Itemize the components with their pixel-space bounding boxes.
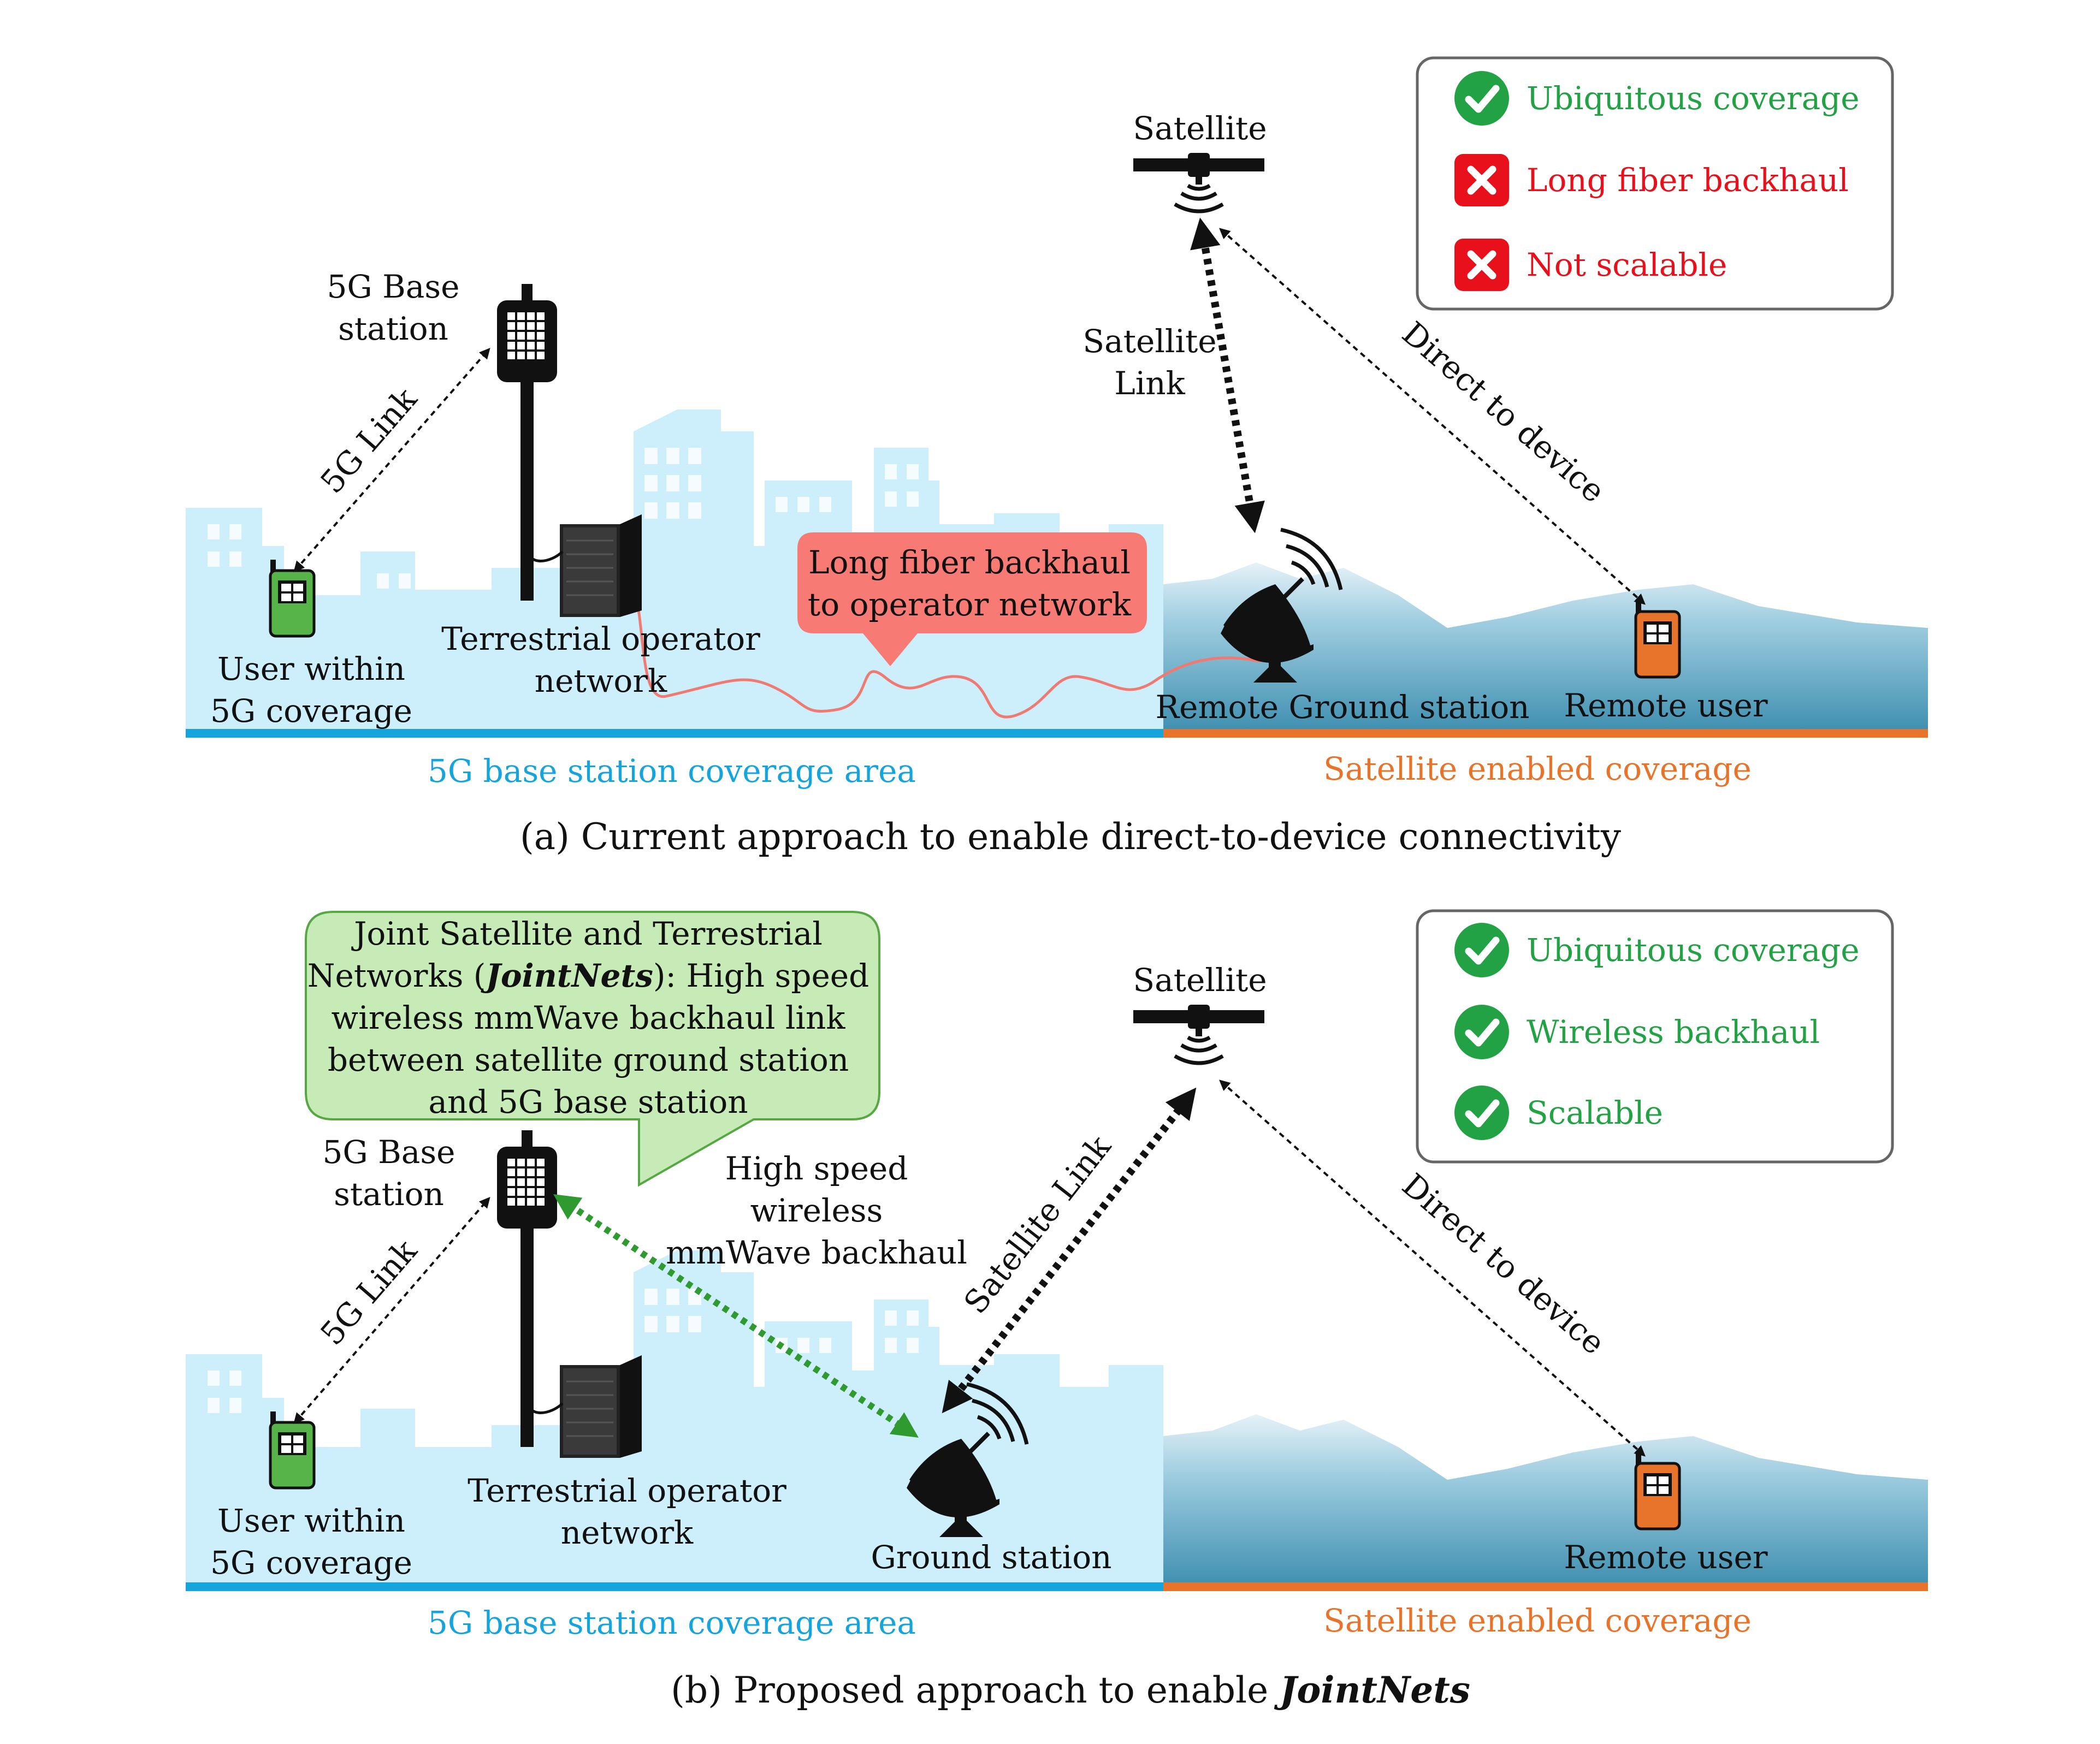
user-label-b-2: 5G coverage xyxy=(210,1544,412,1581)
server-rack-icon-a xyxy=(559,513,643,618)
legend-b-item-2: Wireless backhaul xyxy=(1527,1013,1820,1051)
base-station-label-a-2: station xyxy=(338,310,448,347)
mmwave-label-1: High speed xyxy=(725,1150,908,1187)
cross-icon xyxy=(1454,154,1509,206)
coverage-bar-sat-b xyxy=(1163,1582,1928,1591)
svg-text:Networks (JointNets): High spe: Networks (JointNets): High speed xyxy=(307,957,869,994)
satellite-icon-a xyxy=(1133,153,1264,211)
coverage-bar-sat-a xyxy=(1163,729,1928,738)
caption-a: (a) Current approach to enable direct-to… xyxy=(520,816,1622,858)
remote-user-label-b: Remote user xyxy=(1564,1539,1767,1576)
fiber-callout-line-1: Long fiber backhaul xyxy=(808,544,1131,581)
city-skyline-a xyxy=(186,410,1163,732)
legend-b-item-1: Ubiquitous coverage xyxy=(1527,932,1860,969)
jointnets-callout: Joint Satellite and Terrestrial Networks… xyxy=(305,911,880,1187)
panel-b: Satellite Satellite Link Direct to devic… xyxy=(186,909,1928,1711)
legend-a: Ubiquitous coverage Long fiber backhaul … xyxy=(1416,56,1894,311)
jointnets-callout-line-1: Joint Satellite and Terrestrial xyxy=(351,915,823,952)
base-station-label-a-1: 5G Base xyxy=(327,268,460,305)
legend-b-item-3: Scalable xyxy=(1527,1094,1663,1131)
coverage-5g-label-b: 5G base station coverage area xyxy=(428,1604,916,1641)
panel-a: Satellite Satellite Link Direct to devic… xyxy=(186,56,1928,858)
coverage-5g-label-a: 5G base station coverage area xyxy=(428,752,916,790)
city-windows-a xyxy=(208,448,919,589)
legend-a-item-3: Not scalable xyxy=(1527,246,1727,283)
jointnets-callout-line-2-pre: Networks ( xyxy=(307,957,486,994)
user-label-a-2: 5G coverage xyxy=(210,692,412,729)
jointnets-callout-line-2-post: ): High speed xyxy=(653,957,869,994)
caption-b-emph: JointNets xyxy=(1274,1669,1470,1711)
satellite-label-a: Satellite xyxy=(1133,110,1267,147)
mountains-b xyxy=(1163,1414,1928,1586)
remote-user-label-a: Remote user xyxy=(1564,687,1767,724)
satellite-icon-b xyxy=(1133,1005,1264,1063)
fiber-callout: Long fiber backhaul to operator network xyxy=(797,532,1147,666)
cross-icon xyxy=(1454,239,1509,291)
check-icon xyxy=(1454,923,1509,977)
terrestrial-label-b-2: network xyxy=(561,1514,694,1551)
user-label-a-1: User within xyxy=(217,650,405,687)
jointnets-callout-line-2-emph: JointNets xyxy=(480,957,653,994)
satellite-label-b: Satellite xyxy=(1133,962,1267,999)
satellite-link-label-a-1: Satellite xyxy=(1082,323,1216,360)
coverage-sat-label-a: Satellite enabled coverage xyxy=(1323,750,1752,787)
ground-station-label-a: Remote Ground station xyxy=(1155,689,1529,726)
coverage-bar-5g-b xyxy=(186,1582,1163,1591)
ground-station-label-b: Ground station xyxy=(871,1539,1111,1576)
satellite-link-arrow-a xyxy=(1190,217,1265,533)
check-icon xyxy=(1454,1005,1509,1059)
legend-a-item-1: Ubiquitous coverage xyxy=(1527,80,1860,117)
base-station-label-b-1: 5G Base xyxy=(323,1134,456,1171)
server-rack-icon-b xyxy=(559,1354,643,1459)
terrestrial-label-a-2: network xyxy=(535,662,667,699)
jointnets-callout-line-3: wireless mmWave backhaul link xyxy=(332,999,846,1036)
user-phone-icon-a xyxy=(270,560,314,636)
terrestrial-label-b-1: Terrestrial operator xyxy=(468,1472,786,1509)
svg-text:(b) Proposed approach to enabl: (b) Proposed approach to enable JointNet… xyxy=(671,1669,1470,1711)
fiber-line xyxy=(622,564,1290,719)
mmwave-label-2: wireless xyxy=(750,1192,883,1229)
five-g-link-arrow-b xyxy=(293,1196,490,1425)
svg-text:Satellite: Satellite xyxy=(1082,323,1216,360)
check-icon xyxy=(1454,1085,1509,1140)
coverage-sat-label-b: Satellite enabled coverage xyxy=(1323,1602,1752,1639)
satellite-link-label-a-2: Link xyxy=(1114,365,1185,402)
coverage-bar-5g-a xyxy=(186,729,1163,738)
user-phone-icon-b xyxy=(270,1411,314,1488)
fiber-callout-line-2: to operator network xyxy=(808,586,1132,623)
svg-text:Link: Link xyxy=(1114,365,1185,402)
legend-b: Ubiquitous coverage Wireless backhaul Sc… xyxy=(1416,909,1894,1164)
satellite-link-arrow-b xyxy=(942,1087,1197,1414)
base-station-label-b-2: station xyxy=(334,1176,444,1213)
mmwave-label-3: mmWave backhaul xyxy=(666,1234,967,1271)
jointnets-callout-line-4: between satellite ground station xyxy=(328,1041,849,1078)
user-label-b-1: User within xyxy=(217,1502,405,1539)
terrestrial-label-a-1: Terrestrial operator xyxy=(441,620,760,657)
legend-a-item-2: Long fiber backhaul xyxy=(1527,162,1849,199)
jointnets-callout-line-5: and 5G base station xyxy=(428,1083,748,1120)
caption-b-prefix: (b) Proposed approach to enable xyxy=(671,1669,1280,1711)
remote-user-phone-icon-b xyxy=(1636,1452,1679,1529)
mmwave-backhaul-arrow xyxy=(553,1194,919,1438)
remote-user-phone-icon-a xyxy=(1636,601,1679,677)
check-icon xyxy=(1454,71,1509,126)
rack-cable-a xyxy=(525,545,564,562)
five-g-link-arrow-a xyxy=(293,347,490,573)
